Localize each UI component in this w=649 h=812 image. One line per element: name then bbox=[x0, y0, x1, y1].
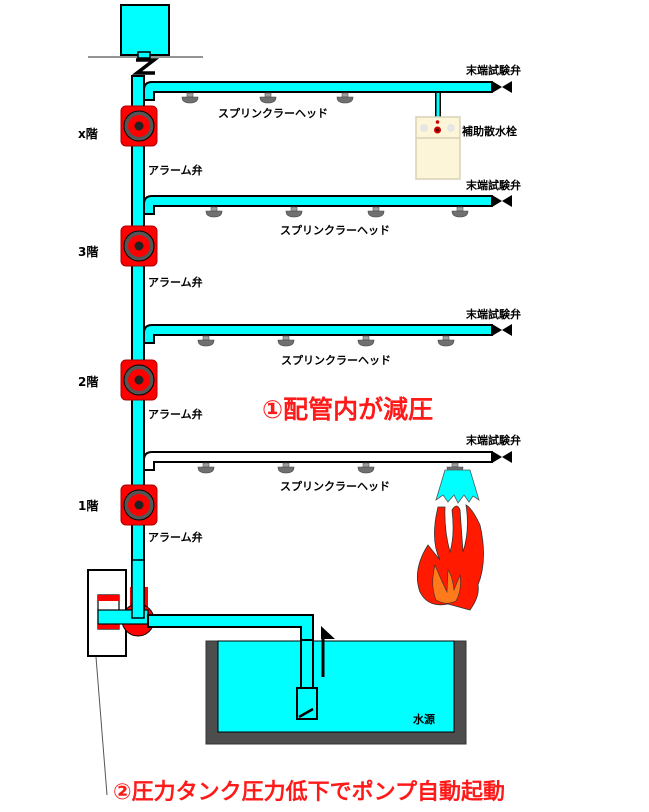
sprinkler-head-icon bbox=[259, 92, 277, 104]
branch-pipe-x-floor bbox=[143, 81, 493, 118]
floor-label-x: x階 bbox=[78, 126, 98, 141]
callout-leader-line bbox=[95, 656, 108, 796]
branch-pipe-1-floor bbox=[143, 451, 493, 471]
pressure-tank-pump-unit bbox=[87, 559, 155, 657]
floor-label-2: 2階 bbox=[78, 374, 98, 389]
sprinkler-head-icon bbox=[277, 335, 295, 347]
end-test-valve-label-3: 末端試験弁 bbox=[465, 178, 521, 192]
end-test-valve-label-2: 末端試験弁 bbox=[465, 307, 521, 321]
end-test-valve-3-floor bbox=[492, 195, 512, 207]
floor-label-3: 3階 bbox=[78, 244, 98, 259]
floor-label-1: 1階 bbox=[78, 498, 98, 513]
sprinkler-head-icon bbox=[357, 462, 375, 474]
end-test-valve-1-floor bbox=[492, 451, 512, 463]
alarm-valve-icon bbox=[120, 484, 158, 526]
sprinkler-head-icon bbox=[205, 206, 223, 218]
alarm-valve-label-x: アラーム弁 bbox=[148, 163, 203, 177]
callout-step1: ①配管内が減圧 bbox=[262, 395, 433, 424]
water-source-reservoir bbox=[205, 626, 467, 745]
water-spray bbox=[435, 469, 480, 504]
sprinkler-head-icon bbox=[285, 206, 303, 218]
alarm-valve-label-2: アラーム弁 bbox=[148, 407, 203, 421]
sprinkler-head-icon bbox=[367, 206, 385, 218]
sprinkler-label-x: スプリンクラーヘッド bbox=[218, 106, 328, 120]
alarm-valves bbox=[120, 105, 158, 526]
branch-pipe-3-floor bbox=[143, 195, 493, 215]
end-test-valve-label-1: 末端試験弁 bbox=[465, 433, 521, 447]
alarm-valve-icon bbox=[120, 225, 158, 267]
branch-pipe-2-floor bbox=[143, 324, 493, 344]
fire-icon bbox=[416, 504, 484, 611]
water-source-label: 水源 bbox=[413, 712, 435, 726]
sprinkler-head-icon bbox=[336, 92, 354, 104]
auxiliary-hydrant-label: 補助散水栓 bbox=[461, 124, 517, 138]
sprinkler-label-1: スプリンクラーヘッド bbox=[280, 479, 390, 493]
alarm-valve-label-1: アラーム弁 bbox=[148, 530, 203, 544]
sprinkler-label-3: スプリンクラーヘッド bbox=[280, 223, 390, 237]
sprinkler-head-icon bbox=[357, 335, 375, 347]
end-test-valve-2-floor bbox=[492, 324, 512, 336]
end-test-valve-x-floor bbox=[492, 81, 512, 93]
sprinkler-head-icon bbox=[277, 462, 295, 474]
alarm-valve-icon bbox=[120, 359, 158, 401]
end-test-valve-label-x: 末端試験弁 bbox=[465, 63, 521, 77]
sprinkler-head-icon bbox=[437, 335, 455, 347]
sprinkler-head-icon bbox=[451, 206, 469, 218]
up-arrow-icon bbox=[321, 626, 335, 639]
alarm-valve-label-3: アラーム弁 bbox=[148, 275, 203, 289]
sprinkler-head-icon bbox=[197, 335, 215, 347]
sprinkler-head-icon bbox=[197, 462, 215, 474]
check-valve-icon bbox=[131, 58, 160, 75]
main-riser-pipe bbox=[131, 75, 145, 617]
sprinkler-heads bbox=[181, 92, 469, 474]
elevated-water-tank bbox=[88, 4, 203, 59]
callout-step2: ②圧力タンク圧力低下でポンプ自動起動 bbox=[113, 779, 505, 805]
alarm-valve-icon bbox=[120, 105, 158, 147]
sprinkler-head-icon bbox=[181, 92, 199, 104]
auxiliary-hydrant bbox=[415, 116, 461, 180]
sprinkler-label-2: スプリンクラーヘッド bbox=[281, 353, 391, 367]
